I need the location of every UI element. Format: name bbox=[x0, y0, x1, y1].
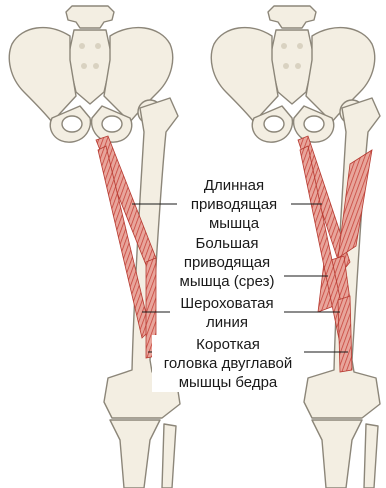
left-tibia bbox=[110, 420, 160, 488]
label-adductor-longus-line-2: приводящая bbox=[179, 195, 289, 214]
right-short-head-biceps bbox=[338, 296, 352, 372]
left-lumbar-vertebra bbox=[66, 6, 114, 28]
left-pelvis-figure bbox=[9, 6, 180, 488]
label-adductor-longus: Длинная приводящая мышца bbox=[177, 176, 291, 233]
label-linea-aspera-line-2: линия bbox=[172, 313, 282, 332]
label-adductor-longus-line-1: Длинная bbox=[179, 176, 289, 195]
label-biceps-line-3: мышцы бедра bbox=[154, 373, 302, 392]
label-adductor-magnus: Большая приводящая мышца (срез) bbox=[170, 234, 284, 291]
left-fibula bbox=[162, 424, 176, 488]
label-adductor-magnus-line-1: Большая bbox=[172, 234, 282, 253]
label-linea-aspera: Шероховатая линия bbox=[170, 294, 284, 332]
right-lumbar-vertebra bbox=[268, 6, 316, 28]
label-biceps-line-1: Короткая bbox=[154, 335, 302, 354]
label-biceps-short-head: Короткая головка двуглавой мышцы бедра bbox=[152, 335, 304, 392]
right-tibia bbox=[312, 420, 362, 488]
right-ilium-left bbox=[211, 28, 278, 122]
label-adductor-longus-line-3: мышца bbox=[179, 214, 289, 233]
label-biceps-line-2: головка двуглавой bbox=[154, 354, 302, 373]
right-fibula bbox=[364, 424, 378, 488]
left-ilium-left bbox=[9, 28, 76, 122]
label-adductor-magnus-line-2: приводящая bbox=[172, 253, 282, 272]
label-adductor-magnus-line-3: мышца (срез) bbox=[172, 272, 282, 291]
label-linea-aspera-line-1: Шероховатая bbox=[172, 294, 282, 313]
